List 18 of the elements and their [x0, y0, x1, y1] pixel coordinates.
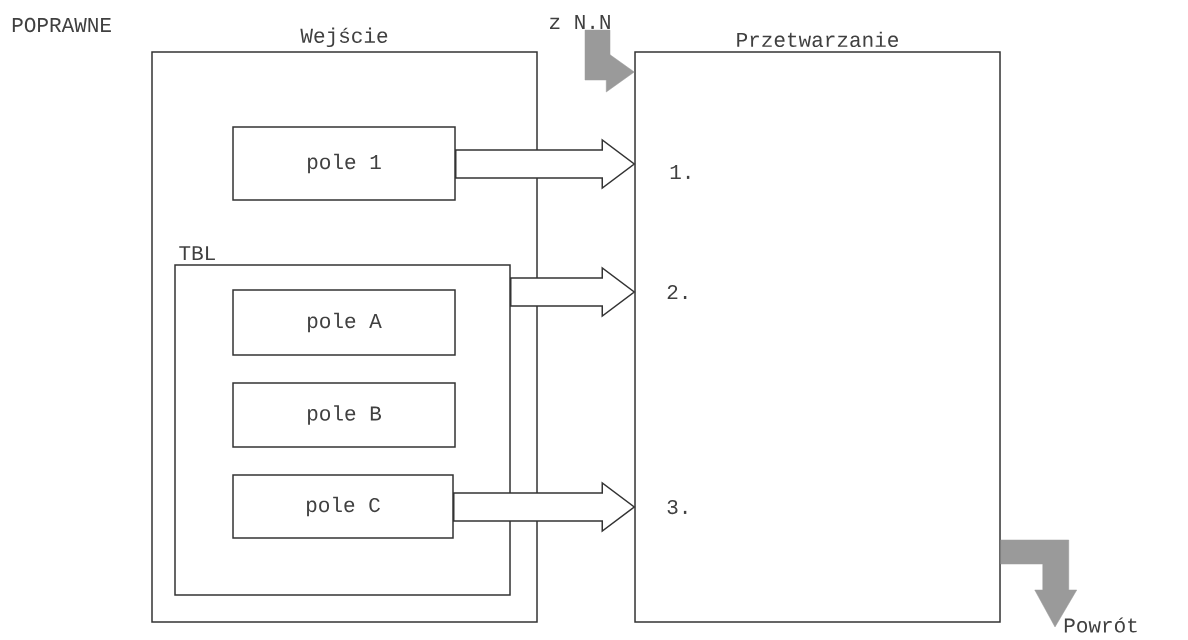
- text-label: z N.N: [550, 15, 610, 29]
- node-label: TBL: [179, 246, 215, 261]
- text-label: Powrót: [1064, 617, 1137, 633]
- block-arrow: [1000, 539, 1077, 628]
- field-box: pole A: [232, 289, 456, 356]
- step-number: 3.: [667, 499, 687, 515]
- field-box: pole 1: [232, 126, 456, 201]
- block-arrow: [510, 266, 636, 318]
- block-arrow: [455, 138, 636, 190]
- node-label: Przetwarzanie: [737, 31, 899, 48]
- step-number: 1.: [670, 165, 690, 179]
- node-label: Wejście: [300, 27, 388, 48]
- step-number: 2.: [667, 285, 687, 300]
- block-arrow: [584, 29, 635, 93]
- field-box: pole B: [232, 382, 456, 448]
- field-box: pole C: [232, 474, 454, 539]
- heading: POPRAWNE: [12, 17, 111, 33]
- block-arrow: [453, 481, 636, 533]
